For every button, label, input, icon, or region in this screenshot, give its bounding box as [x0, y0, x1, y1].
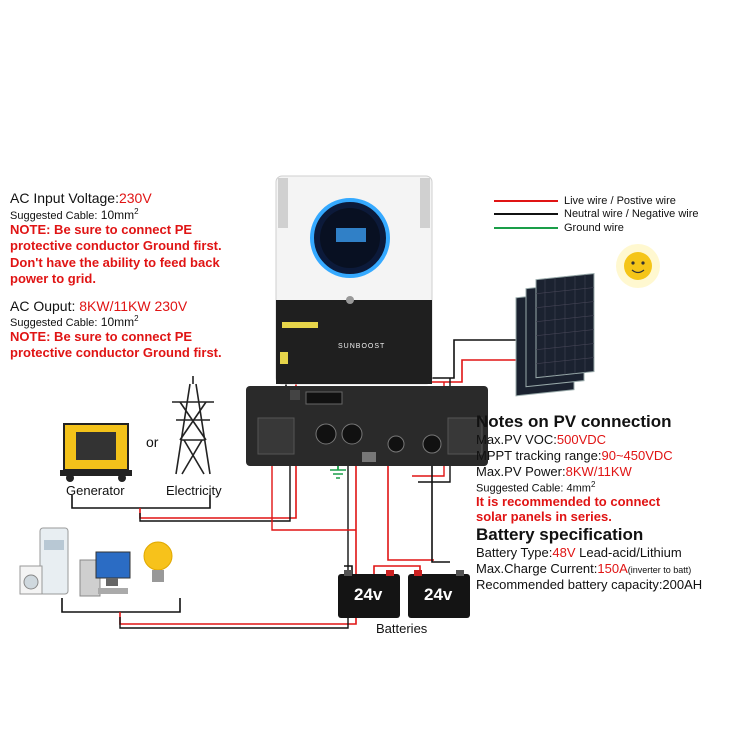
battery-2-voltage: 24v: [424, 585, 453, 604]
battery-charge-value: 150A: [597, 561, 628, 576]
load-feed-live: [271, 438, 356, 531]
ac-input-cable-label: Suggested Cable:: [10, 210, 98, 222]
battery-neutral-wire: [431, 438, 450, 563]
load-neutral-wire: [119, 438, 349, 629]
generator-icon: [60, 423, 132, 482]
ac-output: AC Ouput: 8KW/11KW 230V: [10, 298, 187, 314]
batteries-caption: Batteries: [376, 621, 428, 636]
battery-capacity: Recommended battery capacity:200AH: [476, 577, 703, 592]
ac-input-cable: Suggested Cable: 10mm2: [10, 207, 139, 223]
pv-title: Notes on PV connection: [476, 412, 672, 431]
battery-series-wire: [373, 565, 421, 574]
ground-symbol: [330, 469, 346, 479]
ac-output-note-2: protective conductor Ground first.: [10, 345, 222, 360]
ac-output-label: AC Ouput:: [10, 298, 80, 314]
pv-power-label: Max.PV Power:: [476, 464, 566, 479]
battery-charge: Max.Charge Current:150A(inverter to batt…: [476, 561, 691, 577]
pv-power-value: 8KW/11KW: [565, 464, 632, 479]
legend-ground-label: Ground wire: [564, 222, 624, 234]
legend-neutral-label: Neutral wire / Negative wire: [564, 208, 699, 220]
battery-title: Battery specification: [476, 525, 644, 544]
ac-output-cable-label: Suggested Cable:: [10, 317, 98, 329]
ac-input-voltage: AC Input Voltage:230V: [10, 190, 152, 206]
battery-charge-note: (inverter to batt): [627, 565, 692, 575]
pv-recommend-2: solar panels in series.: [476, 509, 612, 524]
ac-output-cable: Suggested Cable: 10mm2: [10, 314, 139, 330]
inverter-terminal-box: [246, 386, 488, 466]
pv-voc: Max.PV VOC:500VDC: [476, 432, 606, 448]
ac-output-cable-sup: 2: [134, 314, 139, 323]
pv-cable-sup: 2: [590, 480, 596, 489]
sun-icon: [616, 244, 660, 288]
pv-mppt-label: MPPT tracking range:: [476, 448, 602, 463]
ac-input-label: AC Input Voltage:: [10, 190, 119, 206]
inverter-brand-logo: SUNBOOST: [338, 343, 386, 350]
pv-cable-label: Suggested Cable: 4mm: [476, 482, 591, 495]
ac-input-value: 230V: [118, 190, 152, 206]
source-bracket-wire: [71, 495, 211, 509]
solar-panels: [515, 273, 595, 397]
battery-type-rest: Lead-acid/Lithium: [575, 545, 682, 560]
ac-output-cable-value: 10mm: [100, 315, 135, 329]
ac-output-value: 8KW/11KW 230V: [79, 298, 188, 314]
ac-input-note-3: Don't have the ability to feed back: [10, 255, 220, 270]
battery-1-voltage: 24v: [354, 585, 383, 604]
or-label: or: [146, 434, 159, 450]
inverter-unit: [275, 175, 433, 385]
light-bulb-icon: [143, 541, 173, 582]
ac-input-cable-sup: 2: [134, 207, 139, 216]
battery-type: Battery Type:48V Lead-acid/Lithium: [476, 545, 682, 561]
battery-live-wire: [387, 438, 434, 561]
power-pylon-icon: [172, 376, 214, 475]
washing-machine-icon: [19, 565, 43, 595]
generator-label: Generator: [66, 483, 125, 498]
electricity-label: Electricity: [166, 483, 222, 498]
computer-icon: [79, 551, 131, 597]
source-neutral-wire: [139, 438, 291, 522]
pv-mppt: MPPT tracking range:90~450VDC: [476, 448, 673, 464]
pv-recommend-1: It is recommended to connect: [476, 494, 661, 509]
pv-voc-label: Max.PV VOC:: [476, 432, 557, 447]
pv-cable: Suggested Cable: 4mm2: [476, 480, 595, 495]
load-bracket-wire: [61, 598, 181, 613]
legend-live-label: Live wire / Postive wire: [564, 195, 676, 207]
battery-charge-label: Max.Charge Current:: [476, 561, 598, 576]
pv-mppt-value: 90~450VDC: [601, 448, 673, 463]
battery-2-icon: [408, 570, 470, 618]
battery-type-value: 48V: [552, 545, 576, 560]
ac-output-note-1: NOTE: Be sure to connect PE: [10, 329, 193, 344]
ac-input-cable-value: 10mm: [100, 208, 135, 222]
battery-type-label: Battery Type:: [476, 545, 553, 560]
battery-1-icon: [338, 570, 400, 618]
pv-voc-value: 500VDC: [556, 432, 607, 447]
ac-input-note-2: protective conductor Ground first.: [10, 238, 222, 253]
ac-input-note-1: NOTE: Be sure to connect PE: [10, 222, 193, 237]
air-conditioner-icon: [39, 527, 69, 595]
pv-power: Max.PV Power:8KW/11KW: [476, 464, 632, 480]
ac-input-note-4: power to grid.: [10, 271, 96, 286]
